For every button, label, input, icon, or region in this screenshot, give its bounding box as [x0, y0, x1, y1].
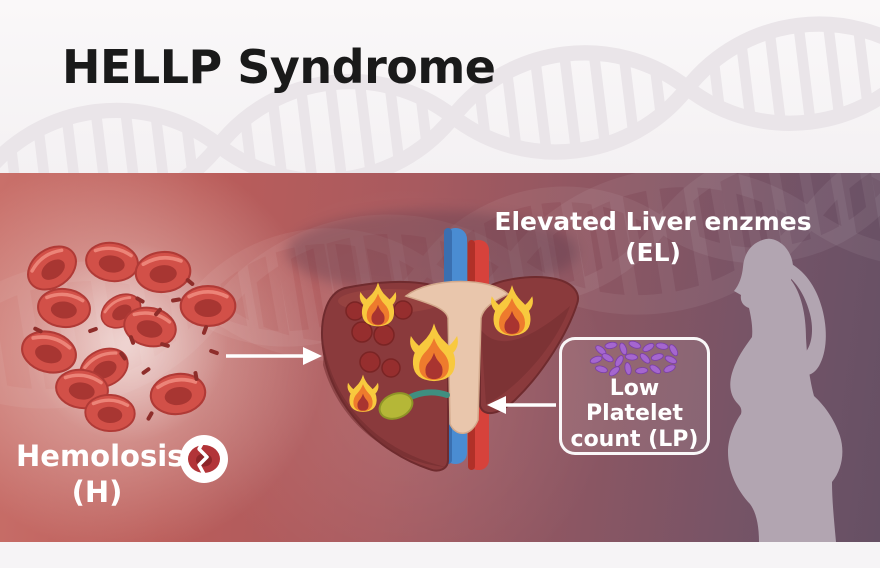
liver-shadow: [287, 210, 577, 294]
gallbladder: [378, 392, 414, 420]
bottom-white-band: [0, 542, 880, 568]
elevated-liver-enzymes-text: Elevated Liver enzmes: [494, 207, 812, 236]
broken-red-blood-cell-icon: [180, 435, 228, 483]
liver-illustration: [321, 276, 579, 472]
hemolysis-label: Hemolosis (H): [16, 438, 185, 511]
hemolysis-text: Hemolosis: [16, 439, 185, 473]
liver-spots: [345, 300, 413, 378]
low-platelet-line1: Low Platelet: [586, 376, 683, 427]
elevated-liver-enzymes-label: Elevated Liver enzmes (EL): [488, 207, 818, 268]
page-title: HELLP Syndrome: [62, 40, 496, 94]
pregnant-woman-silhouette: [728, 238, 843, 542]
low-platelet-label: Low Platelet count (LP): [562, 376, 707, 452]
left-arrow-icon: [487, 396, 556, 414]
hemolysis-abbrev: (H): [71, 475, 123, 510]
top-white-band: [0, 0, 880, 173]
low-platelet-box: Low Platelet count (LP): [559, 337, 710, 455]
right-arrow-icon: [226, 347, 322, 365]
platelets-illustration: [589, 340, 679, 377]
low-platelet-line2: count (LP): [570, 426, 699, 452]
elevated-liver-enzymes-abbrev: (EL): [625, 237, 681, 267]
